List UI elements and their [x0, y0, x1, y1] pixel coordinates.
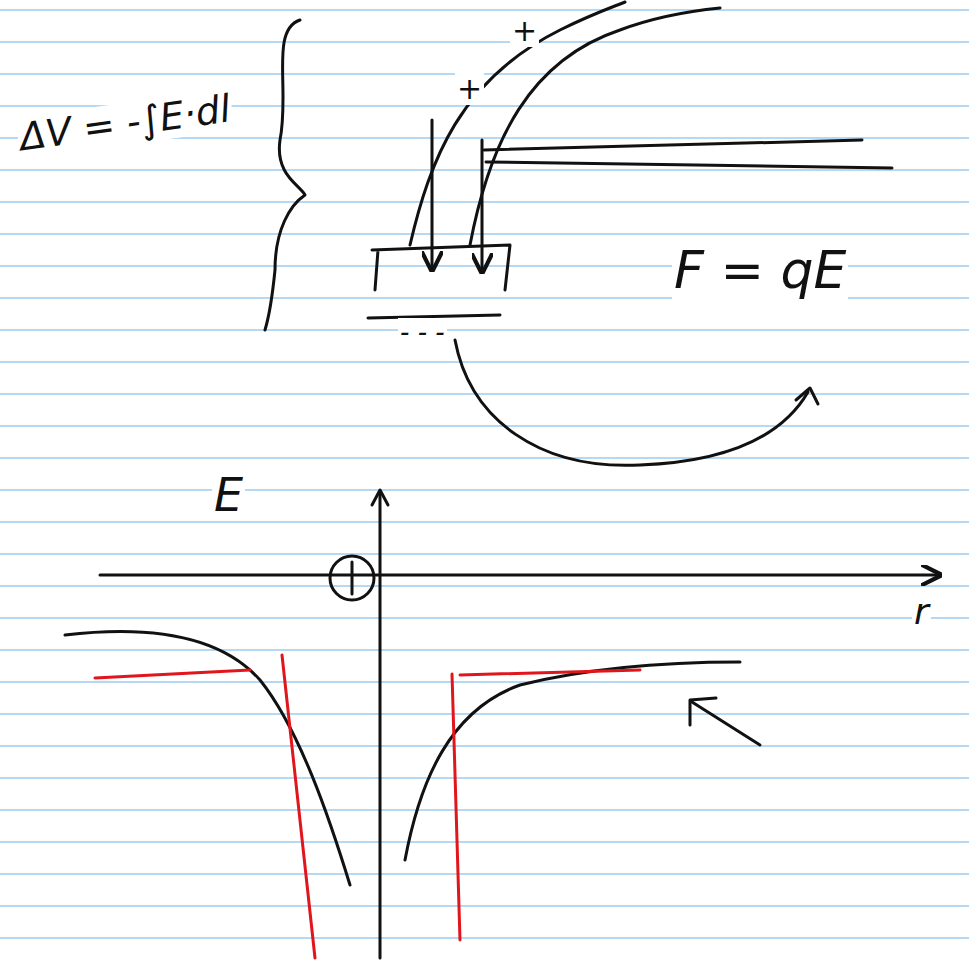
charged-plate [368, 245, 510, 318]
curved-arrow [455, 340, 808, 465]
curly-brace [265, 20, 305, 330]
field-curve [65, 631, 350, 885]
arrow-head [796, 388, 818, 404]
e-axis [379, 492, 382, 958]
field-arrow [431, 120, 434, 270]
ruled-lines [0, 10, 969, 938]
axis-label: r [912, 592, 931, 632]
force-formula: F = qE [672, 242, 848, 299]
potential-formula: ΔV = -∫E·dl [15, 88, 235, 159]
field-line [410, 2, 625, 245]
charge-sign: - - - [398, 318, 447, 347]
plus-sign [351, 562, 354, 594]
asymptote-line [452, 674, 460, 940]
asymptote-line [95, 670, 250, 678]
field-line [486, 162, 892, 168]
charge-sign: + [510, 14, 539, 47]
field-line [470, 8, 720, 245]
axis-label: E [212, 470, 245, 521]
asymptote-line [460, 670, 640, 675]
field-line [484, 140, 862, 150]
pointer-arrow [692, 702, 760, 745]
r-axis [100, 574, 940, 577]
asymptote-line [282, 655, 315, 958]
charge-sign: + [455, 72, 484, 105]
arrow-head [372, 490, 388, 505]
arrow-head [690, 698, 716, 725]
point-charge [330, 556, 374, 600]
field-arrow [481, 140, 484, 272]
